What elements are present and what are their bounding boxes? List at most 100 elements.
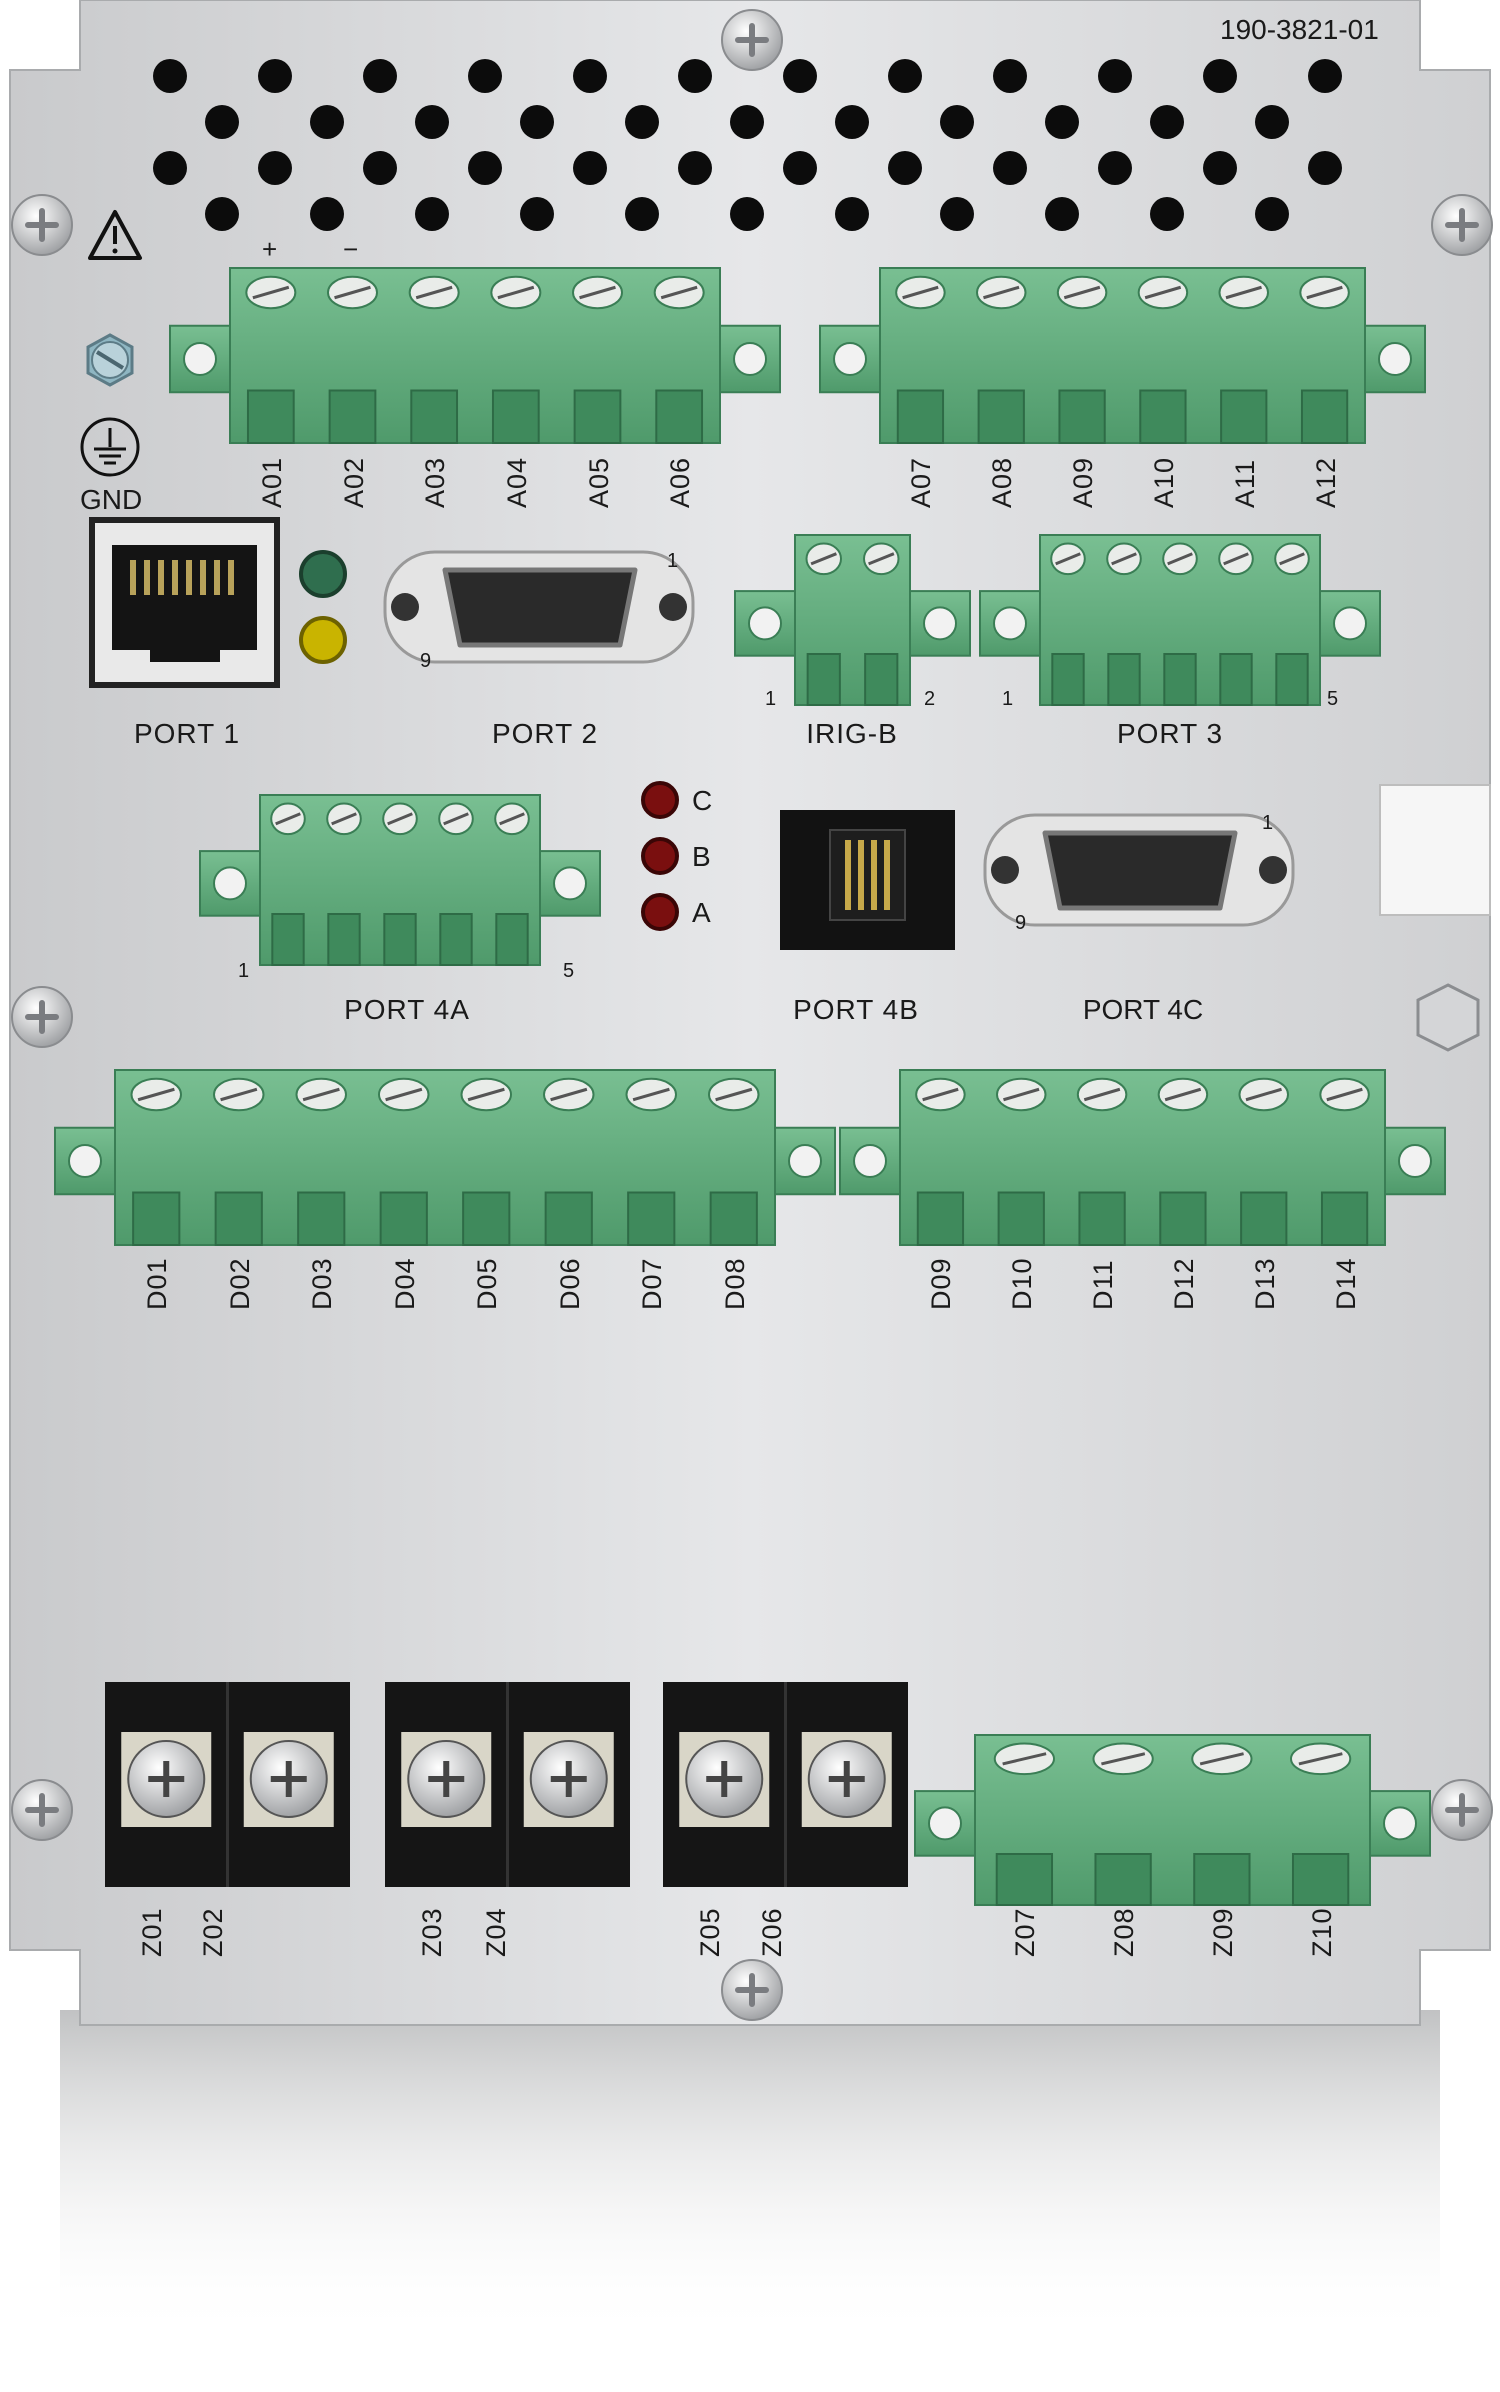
port2-db9-connector[interactable]	[383, 550, 695, 664]
ground-symbol-icon	[80, 417, 140, 477]
wire-entry[interactable]	[544, 1191, 593, 1246]
screw-slot-icon	[550, 1761, 587, 1797]
screw-slot-icon	[735, 1973, 769, 2007]
flange-screw[interactable]	[1383, 1806, 1417, 1841]
wire-entry[interactable]	[1094, 1853, 1152, 1906]
screw-terminal-block[interactable]	[385, 1682, 630, 1887]
wire-entry[interactable]	[1078, 1191, 1126, 1246]
wire-entry[interactable]	[1220, 389, 1268, 444]
wire-entry[interactable]	[627, 1191, 676, 1246]
port4c-label: PORT 4C	[1082, 994, 1204, 1025]
wire-entry[interactable]	[1058, 389, 1106, 444]
z-pin-label: Z02	[198, 1907, 228, 1957]
wire-entry[interactable]	[1139, 389, 1187, 444]
wire-entry[interactable]	[439, 913, 473, 966]
port3-terminal[interactable]	[979, 534, 1381, 706]
flange-screw[interactable]	[993, 606, 1027, 641]
wire-entry[interactable]	[709, 1191, 758, 1246]
analog-terminal-block-a07-a12[interactable]	[819, 267, 1426, 444]
screw-terminal-block[interactable]	[105, 1682, 350, 1887]
flange-screw[interactable]	[853, 1144, 887, 1178]
wire-entry[interactable]	[1275, 653, 1309, 706]
wire-entry[interactable]	[977, 389, 1025, 444]
flange-screw[interactable]	[788, 1144, 822, 1178]
wire-entry[interactable]	[328, 389, 377, 444]
wire-entry[interactable]	[327, 913, 361, 966]
digital-terminal-block-d01-d08[interactable]	[54, 1069, 836, 1246]
wire-entry[interactable]	[246, 389, 295, 444]
port4a-pin1-label: 1	[238, 960, 250, 982]
port4a-terminal[interactable]	[199, 794, 601, 966]
wire-entry[interactable]	[1240, 1191, 1288, 1246]
flange-screw[interactable]	[183, 342, 217, 376]
flange-screw[interactable]	[748, 606, 782, 641]
flange-screw[interactable]	[68, 1144, 102, 1178]
flange-screw[interactable]	[733, 342, 767, 376]
wire-entry[interactable]	[297, 1191, 346, 1246]
digital-terminal-block-d09-d14[interactable]	[839, 1069, 1446, 1246]
port1-ethernet-jack[interactable]	[89, 517, 280, 688]
wire-entry[interactable]	[383, 913, 417, 966]
wire-entry[interactable]	[410, 389, 459, 444]
vent-hole	[1203, 59, 1237, 93]
screw-slot-icon	[1225, 285, 1262, 300]
z-pin-label: Z10	[1306, 1907, 1337, 1957]
wire-entry[interactable]	[1291, 1853, 1350, 1906]
screw-slot-icon	[715, 1087, 753, 1102]
wire-entry[interactable]	[214, 1191, 263, 1246]
flange-screw[interactable]	[1398, 1144, 1432, 1178]
wire-entry[interactable]	[379, 1191, 428, 1246]
wire-entry[interactable]	[462, 1191, 511, 1246]
port4b-rj11-jack[interactable]	[780, 810, 955, 950]
digital-pin-label: D09	[926, 1257, 957, 1310]
wire-entry[interactable]	[896, 389, 945, 444]
wire-entry[interactable]	[1051, 653, 1085, 706]
flange-screw[interactable]	[928, 1806, 962, 1841]
vent-hole	[520, 105, 554, 139]
wire-entry[interactable]	[995, 1853, 1054, 1906]
z-terminal-block-z07-z10[interactable]	[914, 1734, 1431, 1906]
wire-entry[interactable]	[1219, 653, 1253, 706]
flange-screw[interactable]	[553, 866, 587, 901]
port1-label: PORT 1	[133, 718, 241, 749]
wire-entry[interactable]	[997, 1191, 1045, 1246]
digital-pin-label: D06	[554, 1257, 585, 1310]
wire-entry[interactable]	[495, 913, 529, 966]
wire-entry[interactable]	[132, 1191, 181, 1246]
wire-entry[interactable]	[271, 913, 305, 966]
wire-entry[interactable]	[1159, 1191, 1207, 1246]
vent-hole	[310, 105, 344, 139]
flange-screw[interactable]	[1333, 606, 1367, 641]
vent-hole	[1098, 151, 1132, 185]
wire-entry[interactable]	[1300, 389, 1349, 444]
flange-screw[interactable]	[1378, 342, 1412, 376]
flange-screw[interactable]	[213, 866, 247, 901]
irig-b-terminal[interactable]	[734, 534, 971, 706]
wire-entry[interactable]	[655, 389, 704, 444]
port3-pin5-label: 5	[1327, 688, 1339, 710]
wire-entry[interactable]	[491, 389, 540, 444]
wire-entry[interactable]	[864, 653, 899, 706]
ground-stud[interactable]	[86, 333, 134, 387]
screw-slot-icon	[1111, 552, 1137, 566]
wire-entry[interactable]	[1193, 1853, 1251, 1906]
screw-slot-icon	[1003, 1087, 1040, 1102]
screw-terminal-block[interactable]	[663, 1682, 908, 1887]
wire-entry[interactable]	[573, 389, 622, 444]
screw-slot-icon	[1055, 552, 1081, 566]
wire-entry[interactable]	[916, 1191, 965, 1246]
screw-slot-icon	[1144, 285, 1182, 300]
analog-terminal-block-a01-a06[interactable]	[169, 267, 781, 444]
z-pin-label: Z07	[1010, 1907, 1041, 1957]
screw-slot-icon	[1002, 1752, 1047, 1766]
flange-screw[interactable]	[833, 342, 867, 376]
port2-label: PORT 2	[491, 718, 599, 749]
wire-entry[interactable]	[1163, 653, 1197, 706]
analog-pin-label: A07	[906, 456, 937, 508]
wire-entry[interactable]	[1107, 653, 1141, 706]
wire-entry[interactable]	[1320, 1191, 1369, 1246]
port4c-db9-connector[interactable]	[983, 813, 1295, 927]
screw-slot-icon	[331, 812, 357, 826]
flange-screw[interactable]	[923, 606, 957, 641]
wire-entry[interactable]	[806, 653, 841, 706]
